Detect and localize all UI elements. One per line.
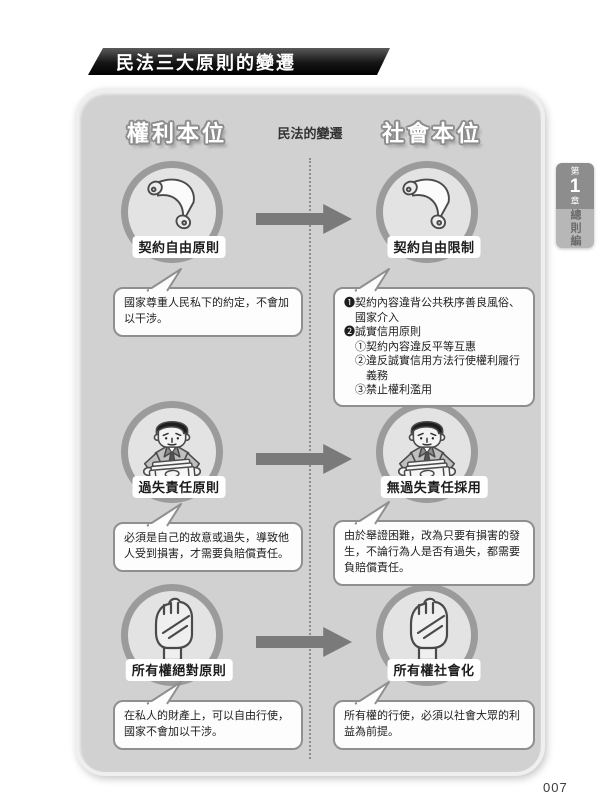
transition-arrow [256, 444, 352, 474]
bubble-tail [354, 681, 390, 705]
principle-label: 所有權社會化 [387, 659, 481, 681]
chapter-number: 1 [569, 175, 581, 197]
circle-ownership-before [121, 584, 223, 686]
bubble-tail [354, 268, 390, 292]
chapter-tab: 第 1 章 總則編 [556, 163, 594, 248]
fist-icon [409, 597, 449, 662]
column-header-left: 權利本位 [126, 121, 227, 146]
note-line: ①契約內容違反平等互惠 [355, 340, 476, 353]
note-text: 在私人的財產上，可以自由行使，國家不會加以干涉。 [124, 710, 289, 738]
note-text: 必須是自己的故意或過失，導致他人受到損害，才需要負賠償責任。 [124, 532, 289, 560]
note-bubble: ❶契約內容違背公共秩序善良風俗、國家介入 ❷誠實信用原則 ①契約內容違反平等互惠… [333, 268, 535, 407]
principle-label: 過失責任原則 [132, 476, 226, 498]
note-bubble: 所有權的行使，必須以社會大眾的利益為前提。 [333, 681, 535, 750]
note-line: ❶契約內容違背公共秩序善良風俗、國家介入 [344, 297, 520, 324]
scroll-icon [402, 178, 450, 230]
fist-icon [154, 597, 194, 662]
principle-label: 所有權絕對原則 [125, 659, 233, 681]
businessman-money-icon [142, 420, 202, 482]
page-number: 007 [543, 780, 568, 795]
note-bubble: 國家尊重人民私下的約定，不會加以干涉。 [113, 268, 303, 337]
chapter-section-label: 總則編 [556, 209, 594, 248]
scroll-icon [147, 178, 195, 230]
main-diagram-panel: 權利本位 民法的變遷 社會本位 [75, 88, 545, 776]
chapter-tab-number: 第 1 章 [556, 163, 594, 209]
chapter-prefix: 第 [570, 165, 580, 176]
page-title: 民法三大原則的變遷 [116, 52, 296, 73]
transition-arrow [256, 627, 352, 657]
principle-label: 無過失責任採用 [380, 476, 488, 498]
column-header-right: 社會本位 [381, 121, 482, 146]
note-line: ❷誠實信用原則 [344, 326, 421, 339]
principle-label: 契約自由原則 [132, 236, 226, 258]
note-bubble: 由於舉證困難，改為只要有損害的發生，不論行為人是否有過失，都需要負賠償責任。 [333, 501, 535, 586]
note-bubble: 必須是自己的故意或過失，導致他人受到損害，才需要負賠償責任。 [113, 503, 303, 572]
principle-label: 契約自由限制 [387, 236, 481, 258]
note-text: 由於舉證困難，改為只要有損害的發生，不論行為人是否有過失，都需要負賠償責任。 [344, 530, 520, 574]
bubble-tail [146, 503, 182, 527]
page-title-banner: 民法三大原則的變遷 [88, 48, 390, 75]
note-line: ②違反誠實信用方法行使權利履行義務 [355, 355, 520, 382]
bubble-tail [146, 268, 182, 292]
note-line: ③禁止權利濫用 [355, 384, 432, 397]
bubble-tail [354, 501, 390, 525]
bubble-tail [146, 681, 182, 705]
note-text: 所有權的行使，必須以社會大眾的利益為前提。 [344, 710, 520, 738]
chapter-suffix: 章 [570, 195, 580, 206]
column-header-center: 民法的變遷 [277, 126, 343, 141]
note-text: 國家尊重人民私下的約定，不會加以干涉。 [124, 297, 289, 325]
note-bubble: 在私人的財產上，可以自由行使，國家不會加以干涉。 [113, 681, 303, 750]
transition-arrow [256, 204, 352, 234]
